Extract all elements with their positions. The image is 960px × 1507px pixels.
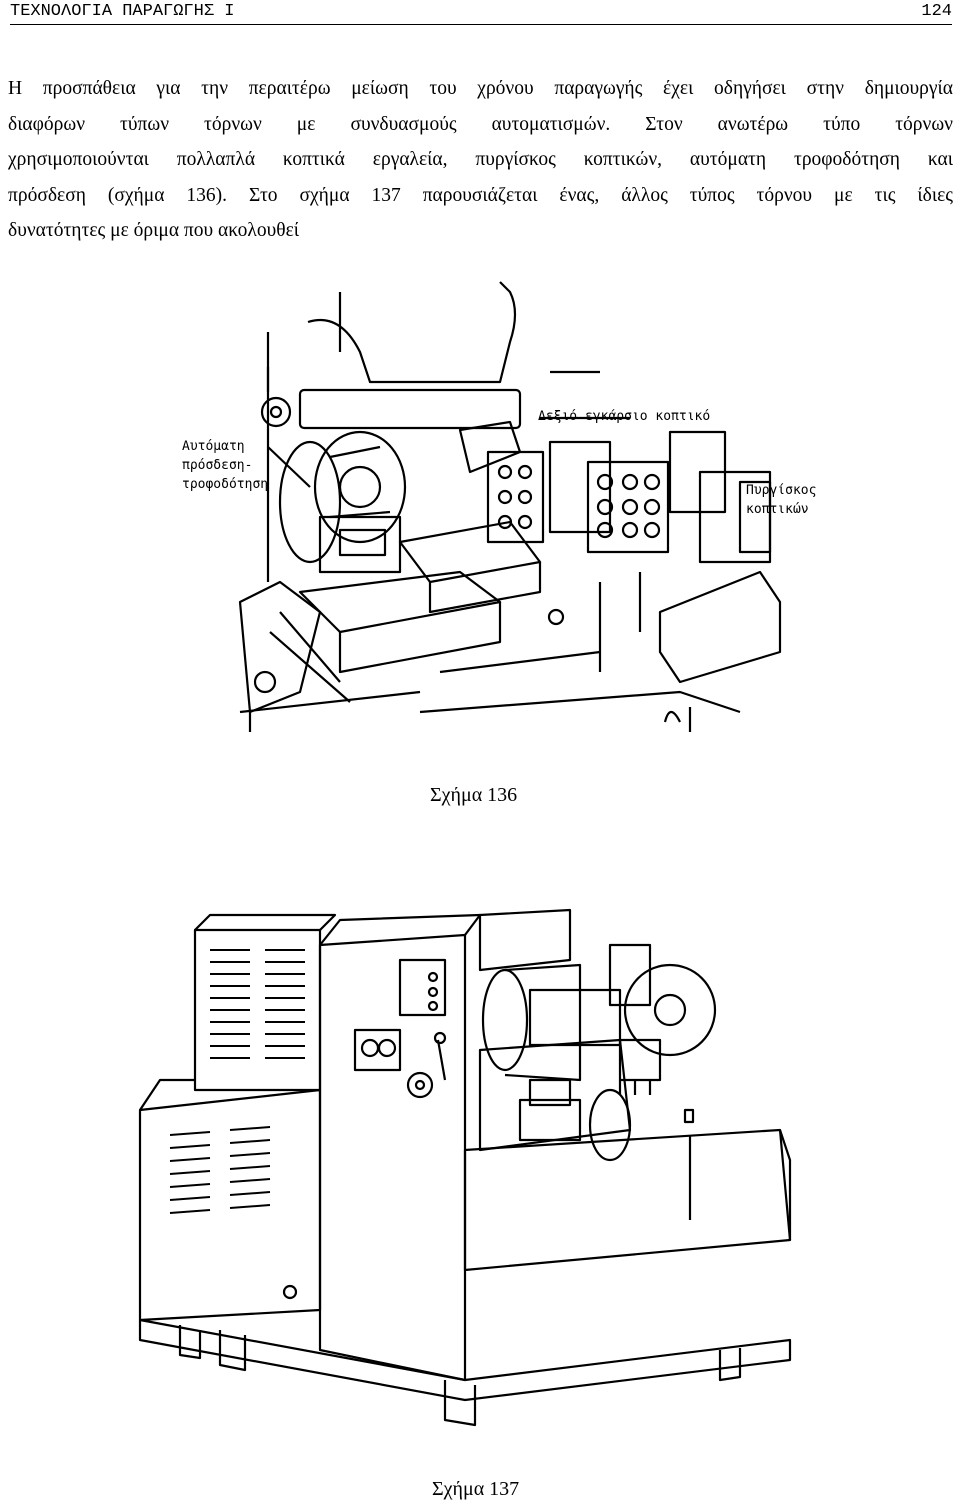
paragraph-line: διαφόρων τύπων τόρνων με συνδυασμούς αυτ… (8, 113, 953, 135)
label-right-cross-tool: Δεξιό εγκάρσιο κοπτικό (538, 409, 710, 424)
figure-136-caption: Σχήμα 136 (430, 784, 518, 806)
label-automatic-2: πρόσδεση- (182, 458, 252, 473)
paragraph-line: δυνατότητες με όριμα που ακολουθεί (8, 220, 300, 241)
label-automatic-3: τροφοδότηση (182, 477, 268, 492)
paragraph-line: Η προσπάθεια για την περαιτέρω μείωση το… (8, 78, 953, 99)
label-turret-1: Πυργίσκος (746, 483, 816, 498)
body-paragraph: Η προσπάθεια για την περαιτέρω μείωση το… (8, 71, 953, 249)
label-turret-2: κοπτικών (746, 502, 809, 517)
page-header: ΤΕΧΝΟΛΟΓΙΑ ΠΑΡΑΓΩΓΗΣ Ι 124 (10, 2, 952, 25)
paragraph-line: πρόσδεση (σχήμα 136). Στο σχήμα 137 παρο… (8, 184, 953, 206)
figure-136-lathe-drawing: Δεξιό εγκάρσιο κοπτικό Αυτόματη πρόσδεση… (40, 272, 940, 762)
page-number: 124 (921, 2, 952, 21)
running-title: ΤΕΧΝΟΛΟΓΙΑ ΠΑΡΑΓΩΓΗΣ Ι (10, 2, 235, 21)
label-automatic-1: Αυτόματη (182, 439, 245, 454)
figure-137-lathe-drawing (100, 880, 870, 1460)
figure-137-caption: Σχήμα 137 (432, 1478, 520, 1500)
paragraph-line: χρησιμοποιούνται πολλαπλά κοπτικά εργαλε… (8, 149, 953, 170)
